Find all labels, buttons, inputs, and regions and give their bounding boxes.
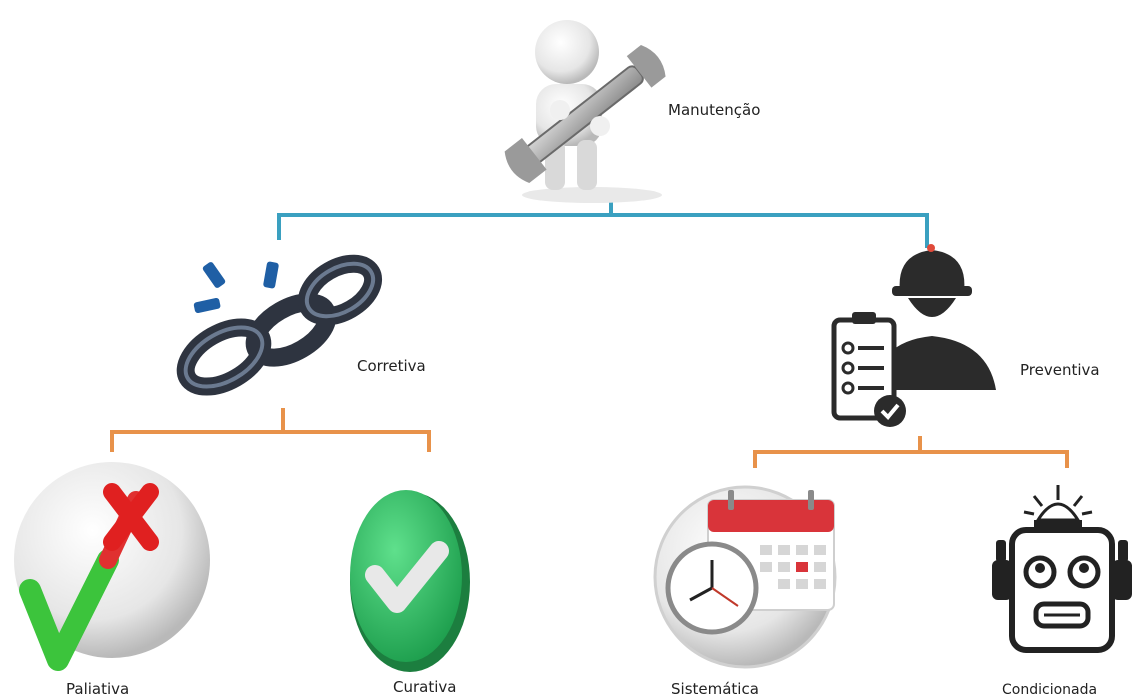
connector-corretiva (110, 408, 431, 452)
corretiva-label: Corretiva (357, 357, 426, 375)
condicionada-label: Condicionada (1002, 682, 1098, 698)
root-label: Manutenção (668, 101, 761, 119)
green-check-icon (350, 490, 470, 672)
broken-chain-icon (176, 254, 383, 396)
engineer-checklist-icon (831, 244, 996, 427)
robot-alarm-icon (992, 485, 1132, 653)
connector-preventiva (753, 436, 1069, 468)
check-cross-icon (14, 462, 210, 671)
preventiva-label: Preventiva (1020, 361, 1100, 379)
worker-with-wrench-icon (504, 20, 666, 203)
paliativa-label: Paliativa (66, 680, 130, 698)
curativa-label: Curativa (393, 678, 457, 696)
calendar-clock-icon (653, 485, 837, 669)
sistematica-label: Sistemática (671, 680, 759, 698)
